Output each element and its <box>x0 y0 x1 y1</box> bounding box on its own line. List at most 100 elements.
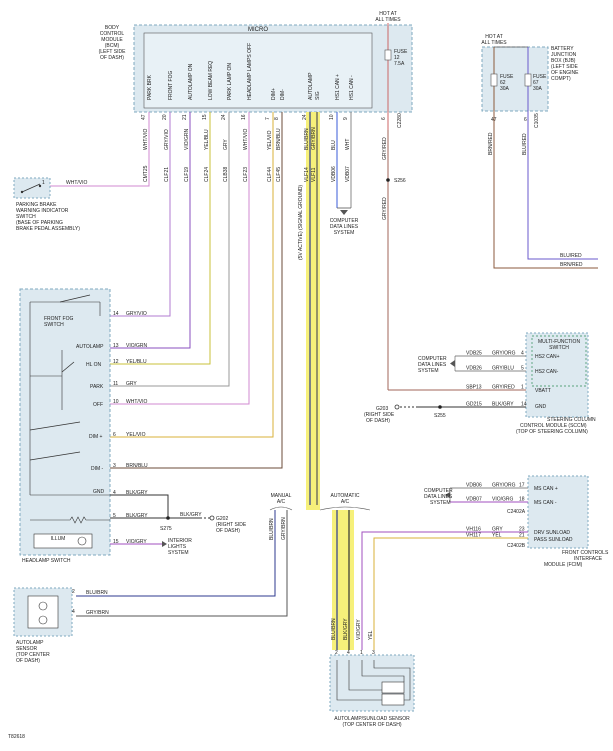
hs-wire-7: BLK/GRY <box>126 490 148 496</box>
headlamp-wire-labels: GRY/VIOVIO/GRNYEL/BLUGRYWHT/VIOYEL/VIOBR… <box>126 311 148 545</box>
als-wire-1: GRY/BRN <box>86 610 109 616</box>
front-fog-0: FRONT FOG <box>44 316 73 322</box>
s256-splice <box>386 178 390 182</box>
wire-label-6: YEL/VIO <box>267 130 273 150</box>
yel-vio-wire <box>110 112 274 438</box>
fcim-cds-0: COMPUTER <box>424 488 453 494</box>
bcm-input-9: SIG <box>315 91 321 100</box>
bcm-pin-1: 20 <box>162 114 168 120</box>
bjb-title-4: OF ENGINE <box>551 70 579 76</box>
bjb-title-3: (LEFT SIDE <box>551 64 579 70</box>
wire-label-2: VIO/GRN <box>184 128 190 150</box>
g203-0: G203 <box>376 406 388 412</box>
pos-illum: ILLUM <box>51 536 66 542</box>
s256-label: S256 <box>394 178 406 184</box>
gry-vio-fog-wire <box>110 112 171 317</box>
gry-red-label-a: GRY/RED <box>382 137 388 160</box>
autolamp-sensor: 2 4 BLU/BRN GRY/BRN AUTOLAMP SENSOR (TOP… <box>13 587 109 664</box>
fcim-t2: MODULE (FCIM) <box>544 562 583 568</box>
bjb-title-5: COMPT) <box>551 76 571 82</box>
cds-bcm-1: DATA LINES <box>330 224 359 230</box>
bcm-input-3: LOW BEAM REQ <box>208 61 214 100</box>
park-wire-label: WHT/VIO <box>66 180 87 186</box>
bcm-connector: C2280 <box>397 113 403 128</box>
bjb-wire-0: BRN/RED <box>488 132 494 155</box>
ss-pin-4: 4 <box>347 650 350 656</box>
hot-label-1b: ALL TIMES <box>375 17 401 23</box>
als-label-2: (TOP CENTER <box>16 652 50 658</box>
hs-pin-4: 10 <box>113 399 119 405</box>
sccm-l1: HS2 CAN- <box>535 369 559 375</box>
wire-label-9: GRY/BRN <box>311 127 317 150</box>
fuse67-2: 30A <box>533 86 543 92</box>
bjb-end-1: BRN/RED <box>560 262 583 268</box>
fcim-box <box>527 475 589 549</box>
twisted-label: (5V ACTIVE) (SIGNAL GROUND) <box>298 185 304 260</box>
hs-wire-4: WHT/VIO <box>126 399 147 405</box>
manual-ac-1: A/C <box>277 499 286 505</box>
hot-label-1a: HOT AT <box>379 11 397 17</box>
circuit-label-0: CMT25 <box>143 165 149 182</box>
headlamp-switch-title: HEADLAMP SWITCH <box>22 558 71 564</box>
park-label-4: BRAKE PEDAL ASSEMBLY) <box>16 226 80 232</box>
sccm-wire-rows: VDB25VDB26SBP13GD215GRY/ORGGRY/BLUGRY/RE… <box>466 351 527 408</box>
ss-title-1: (TOP CENTER OF DASH) <box>343 722 402 728</box>
brn-red-wire <box>493 130 598 269</box>
bcm-pin-2: 21 <box>182 114 188 120</box>
bcm-title-1: CONTROL <box>100 31 125 37</box>
wire-label-4: GRY <box>223 139 229 150</box>
auto-ac-1: A/C <box>341 499 350 505</box>
hs-pin-0: 14 <box>113 311 119 317</box>
fcim-pin-1: 18 <box>519 497 525 503</box>
bjb-conn: C1035 <box>534 113 540 128</box>
ss-pin-1: 1 <box>360 650 363 656</box>
fcim-wire-3: YEL <box>492 533 502 539</box>
bjb-pin-6: 6 <box>524 117 527 123</box>
bcm-pin-6: 7 <box>265 117 271 120</box>
bcm-input-8: AUTOLAMP <box>308 72 314 100</box>
fcim-l1: MS CAN - <box>534 500 557 506</box>
interior-1: LIGHTS <box>168 544 187 550</box>
sccm-circuit-1: VDB26 <box>466 366 482 372</box>
hs-wire-0: GRY/VIO <box>126 311 147 317</box>
wire-label-11: WHT <box>345 139 351 150</box>
bcm-title-3: (BCM) <box>105 43 120 49</box>
fcim-circuit-1: VDB07 <box>466 497 482 503</box>
hs-pin-3: 11 <box>113 381 118 387</box>
fuse67-symbol <box>524 73 532 87</box>
g202-left-2: OF DASH) <box>216 528 240 534</box>
ss-wire-0: BLU/BRN <box>331 618 337 640</box>
sccm-pin-0: 4 <box>521 351 524 357</box>
g203-1: (RIGHT SIDE <box>364 412 395 418</box>
hs-pin-8: 5 <box>113 513 116 519</box>
fcim-circuit-0: VDB06 <box>466 483 482 489</box>
hs-pin-1: 13 <box>113 343 119 349</box>
vio-grn-wire <box>110 112 191 349</box>
park-label-0: PARKING BRAKE <box>16 202 57 208</box>
ss-title-0: AUTOLAMP/SUNLOAD SENSOR <box>334 716 410 722</box>
circuit-label-2: CLF19 <box>184 167 190 182</box>
sccm-wire-2: GRY/RED <box>492 385 515 391</box>
fcim-conn-a: C2402A <box>507 509 526 515</box>
hs-pin-2: 12 <box>113 359 119 365</box>
fcim-circuit-2: VH116 <box>466 527 481 533</box>
bcm-module: MICRO BODY CONTROL MODULE (BCM) (LEFT SI… <box>99 24 413 128</box>
hot-label-2a: HOT AT <box>485 34 503 40</box>
bcm-input-7: DIM- <box>280 89 286 100</box>
fcim-cds-1: DATA LINES <box>424 494 453 500</box>
circuit-label-10: VDB06 <box>331 166 337 182</box>
sccm-cds-1: DATA LINES <box>418 362 447 368</box>
bcm-input-11: HS1 CAN - <box>349 75 355 100</box>
parking-brake-switch: 1 WHT/VIO PARKING BRAKE WARNING INDICATO… <box>13 177 87 232</box>
figure-id: T82618 <box>8 734 25 740</box>
sccm-circuit-2: SBP13 <box>466 385 482 391</box>
auto-ac-0: AUTOMATIC <box>331 493 360 499</box>
bjb-wire-1: BLU/RED <box>522 133 528 155</box>
bcm-pin-10: 10 <box>329 114 335 120</box>
bcm-pin-5: 16 <box>241 114 247 120</box>
pos-off: OFF <box>93 402 103 408</box>
parking-brake-box <box>13 177 51 199</box>
